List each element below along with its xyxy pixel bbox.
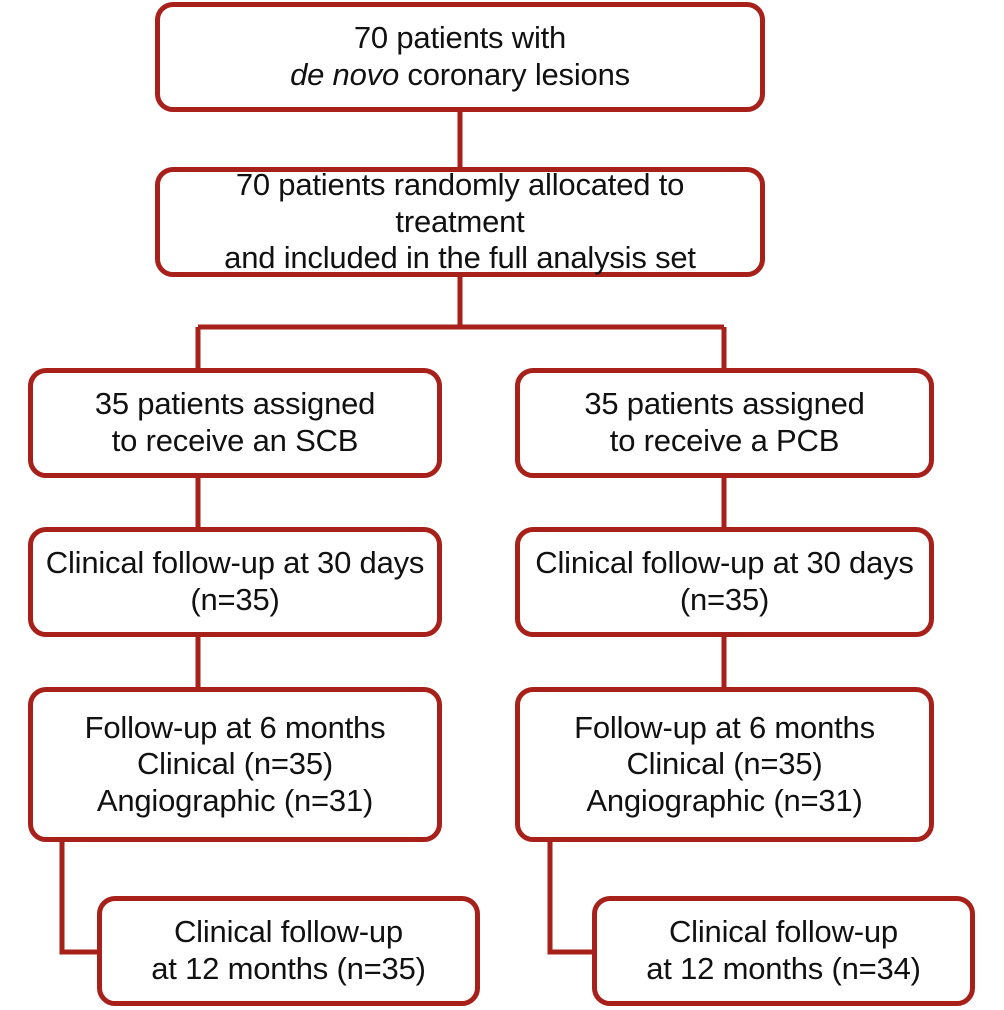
node-scb-6months[interactable]: Follow-up at 6 months Clinical (n=35) An… <box>28 687 442 842</box>
connector-pcb-6months-to-12months <box>547 842 592 955</box>
node-top-line2-italic: de novo <box>290 57 399 92</box>
node-pcb-30days[interactable]: Clinical follow-up at 30 days (n=35) <box>515 527 934 637</box>
node-pcb-30days-text: Clinical follow-up at 30 days (n=35) <box>535 545 914 617</box>
node-allocated-text: 70 patients randomly allocated to treatm… <box>224 167 696 276</box>
node-pcb-6months-text: Follow-up at 6 months Clinical (n=35) An… <box>574 709 875 818</box>
node-top-line1: 70 patients with <box>353 20 567 56</box>
node-top-line2-rest: coronary lesions <box>398 57 630 92</box>
node-pcb-12months-text: Clinical follow-up at 12 months (n=34) <box>646 914 921 986</box>
node-randomly-allocated[interactable]: 70 patients randomly allocated to treatm… <box>155 167 765 277</box>
node-scb-12months[interactable]: Clinical follow-up at 12 months (n=35) <box>97 896 480 1006</box>
node-pcb-assigned[interactable]: 35 patients assigned to receive a PCB <box>515 368 934 478</box>
node-pcb-12months[interactable]: Clinical follow-up at 12 months (n=34) <box>592 896 975 1006</box>
node-scb-30days[interactable]: Clinical follow-up at 30 days (n=35) <box>28 527 442 637</box>
node-scb-12months-text: Clinical follow-up at 12 months (n=35) <box>151 914 426 986</box>
node-scb-6months-text: Follow-up at 6 months Clinical (n=35) An… <box>84 709 386 818</box>
node-scb-assigned-text: 35 patients assigned to receive an SCB <box>94 386 376 458</box>
node-pcb-assigned-text: 35 patients assigned to receive a PCB <box>584 386 865 458</box>
node-scb-assigned[interactable]: 35 patients assigned to receive an SCB <box>28 368 442 478</box>
node-pcb-6months[interactable]: Follow-up at 6 months Clinical (n=35) An… <box>515 687 934 842</box>
connector-scb-6months-to-12months <box>59 842 97 955</box>
node-scb-30days-text: Clinical follow-up at 30 days (n=35) <box>45 545 425 617</box>
